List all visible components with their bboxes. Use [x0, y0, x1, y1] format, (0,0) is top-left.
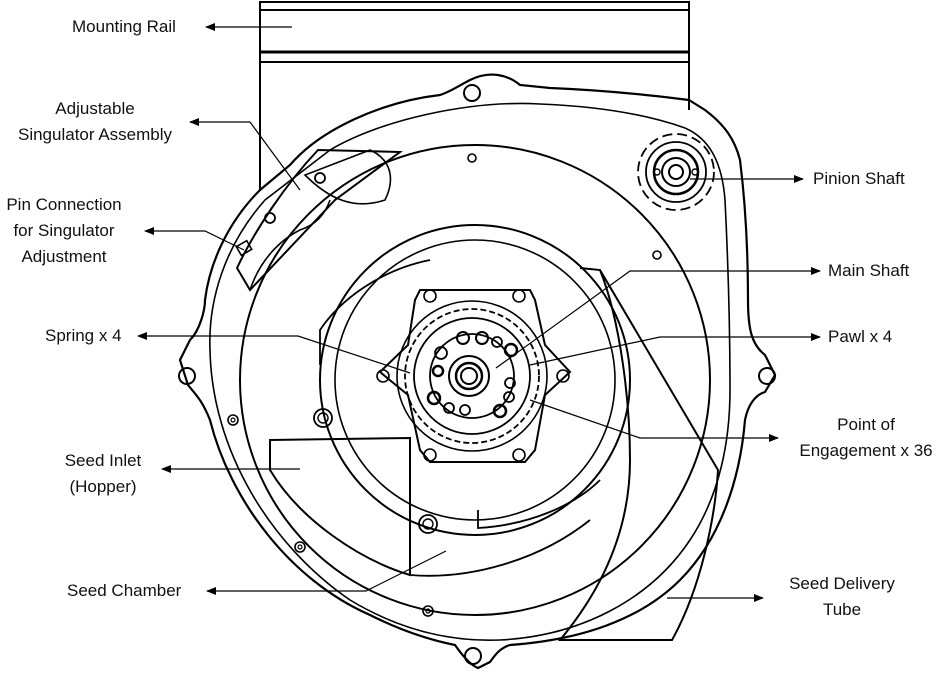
leader-singulator	[189, 118, 301, 191]
leader-main-shaft	[495, 267, 821, 369]
leader-point-of-engagement	[529, 399, 779, 442]
label-adjustable-singulator: Adjustable Singulator Assembly	[17, 99, 173, 144]
leader-pin-connection	[144, 227, 245, 251]
leader-pawl	[529, 333, 821, 366]
seed-disk	[239, 144, 711, 616]
label-point-of-engagement: Point of Engagement x 36	[799, 415, 933, 460]
label-seed-delivery-tube: Seed Delivery Tube	[789, 574, 895, 619]
seed-delivery-tube	[319, 259, 720, 641]
label-pin-connection: Pin Connection for Singulator Adjustment	[6, 195, 122, 266]
leader-seed-chamber	[206, 550, 447, 595]
mounting-rail	[259, 1, 690, 190]
outer-housing	[178, 73, 777, 670]
ratchet-hub	[376, 289, 572, 463]
label-mounting-rail: Mounting Rail	[72, 17, 176, 36]
leader-spring	[137, 332, 411, 374]
label-spring: Spring x 4	[45, 326, 122, 345]
pinion-gear	[637, 133, 715, 211]
singulator-assembly	[235, 148, 403, 292]
seed-inlet	[269, 436, 601, 577]
label-pawl: Pawl x 4	[828, 327, 893, 346]
leader-lines	[137, 23, 821, 602]
label-seed-inlet: Seed Inlet (Hopper)	[64, 451, 142, 496]
label-main-shaft: Main Shaft	[828, 261, 910, 280]
label-pinion-shaft: Pinion Shaft	[813, 169, 905, 188]
label-seed-chamber: Seed Chamber	[67, 581, 182, 600]
